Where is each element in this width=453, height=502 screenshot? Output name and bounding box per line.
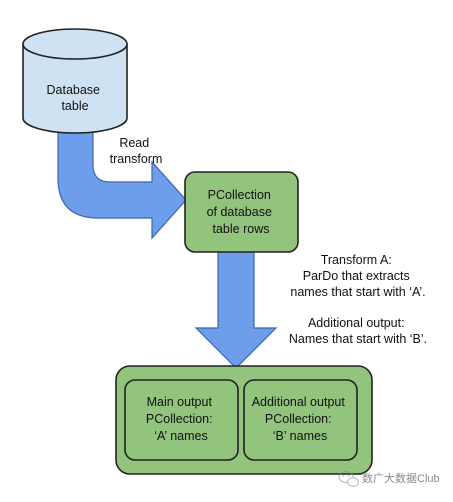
cylinder-top — [22, 28, 128, 60]
cylinder-body — [22, 44, 128, 134]
additional-output-box: Additional output PCollection: ‘B’ names — [243, 379, 358, 461]
svg-text:Additional output PColle: Additional output PCollection: ‘B’ names — [252, 395, 349, 443]
transform-arrow — [194, 250, 278, 369]
pcollection-rows-line3: table rows — [213, 222, 270, 236]
pcollection-rows-line1: PCollection — [208, 188, 271, 202]
additional-output-rect — [243, 379, 358, 461]
database-label-line2: table — [61, 99, 88, 113]
read-transform-line2: transform — [110, 152, 163, 166]
main-output-box: Main output PCollection: ‘A’ names — [124, 379, 239, 461]
watermark-text: 数广大数据Club — [362, 471, 440, 485]
additional-label-line1: Additional output: — [308, 316, 405, 330]
wechat-icon — [338, 470, 360, 487]
additional-output-line3: ‘B’ names — [273, 429, 327, 443]
transform-a-label: Transform A: ParDo that extracts names t… — [290, 253, 425, 299]
transform-a-line1: Transform A: — [321, 253, 392, 267]
additional-output-line2: PCollection: — [265, 412, 332, 426]
pcollection-rows-rect — [184, 171, 299, 253]
main-output-line2: PCollection: — [146, 412, 213, 426]
read-transform-line1: Read — [119, 136, 149, 150]
transform-a-line2: ParDo that extracts — [303, 269, 410, 283]
main-output-rect — [124, 379, 239, 461]
main-output-line3: ‘A’ names — [154, 429, 208, 443]
svg-text:Database table: Database table — [47, 83, 104, 113]
pcollection-rows-line2: of database — [207, 205, 272, 219]
database-label-line1: Database — [47, 83, 101, 97]
transform-a-line3: names that start with ‘A’. — [290, 285, 425, 299]
svg-text:PCollection of database: PCollection of database table rows — [207, 188, 276, 236]
additional-label-line2: Names that start with ‘B’. — [289, 332, 427, 346]
main-output-line1: Main output — [147, 395, 213, 409]
pcollection-rows-box: PCollection of database table rows — [184, 171, 299, 253]
read-transform-label: Read transform — [110, 136, 163, 166]
svg-text:Main output PCollection:: Main output PCollection: ‘A’ names — [146, 395, 216, 443]
watermark: 数广大数据Club — [338, 470, 440, 487]
additional-output-line1: Additional output — [252, 395, 346, 409]
database-table-cylinder: Database table — [22, 28, 128, 134]
additional-output-label: Additional output: Names that start with… — [289, 316, 427, 346]
